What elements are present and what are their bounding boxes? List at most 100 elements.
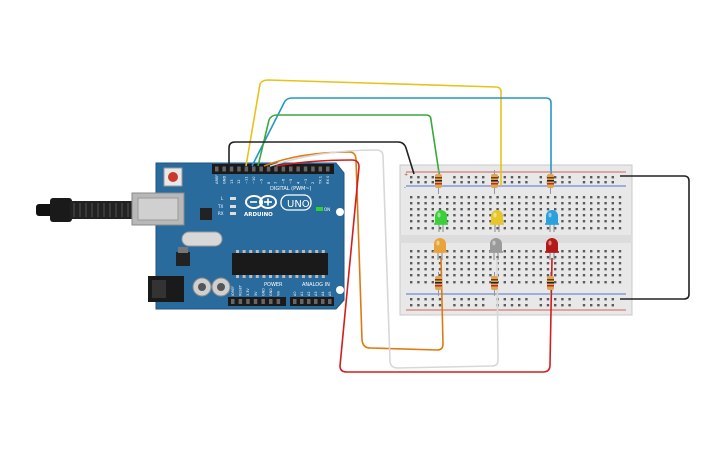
header-pin[interactable] bbox=[318, 166, 323, 172]
analog-header-label: ANALOG IN bbox=[302, 282, 330, 288]
breadboard[interactable]: + - bbox=[399, 164, 633, 316]
resistor[interactable] bbox=[435, 272, 442, 296]
pin-label: A5 bbox=[328, 292, 332, 296]
header-pin[interactable] bbox=[321, 299, 325, 304]
header-pin[interactable] bbox=[238, 299, 243, 304]
header-pin[interactable] bbox=[261, 299, 265, 304]
resistor[interactable] bbox=[547, 272, 554, 296]
usb-cable[interactable] bbox=[36, 198, 132, 222]
header-pin[interactable] bbox=[326, 166, 330, 172]
header-pin[interactable] bbox=[266, 166, 271, 172]
pin-label: A2 bbox=[307, 292, 311, 296]
reset-button-cap bbox=[168, 172, 178, 182]
pin-label: A1 bbox=[300, 292, 304, 296]
header-pin[interactable] bbox=[314, 299, 318, 304]
analog-header bbox=[290, 297, 334, 306]
header-pin[interactable] bbox=[281, 166, 286, 172]
pin-label: 4 bbox=[296, 181, 300, 184]
header-pin[interactable] bbox=[293, 299, 297, 304]
label-l: L bbox=[221, 196, 224, 201]
pin-label: ~10 bbox=[252, 176, 256, 184]
resistor[interactable] bbox=[491, 170, 498, 194]
header-pin[interactable] bbox=[222, 166, 226, 172]
resistor[interactable] bbox=[491, 272, 498, 296]
digital-header-pins bbox=[215, 166, 330, 172]
header-pin[interactable] bbox=[246, 299, 250, 304]
header-pin[interactable] bbox=[252, 166, 256, 172]
header-pin[interactable] bbox=[307, 299, 311, 304]
pin-label: A0 bbox=[293, 292, 297, 296]
header-pin[interactable] bbox=[300, 299, 304, 304]
atmega-chip bbox=[232, 253, 328, 275]
pin-label: 13 bbox=[230, 179, 234, 184]
tx-led bbox=[230, 205, 236, 208]
resistors[interactable] bbox=[435, 170, 554, 296]
on-led bbox=[316, 207, 323, 211]
header-pin[interactable] bbox=[231, 299, 235, 304]
voltage-regulator bbox=[176, 252, 190, 266]
uno-badge bbox=[280, 194, 312, 211]
arduino-logo bbox=[245, 195, 277, 209]
label-on: ON bbox=[324, 207, 330, 212]
wire-white[interactable] bbox=[269, 149, 499, 369]
wires[interactable] bbox=[228, 79, 690, 373]
led-gray[interactable] bbox=[489, 238, 503, 260]
pin-label: GND bbox=[269, 288, 273, 296]
leds[interactable] bbox=[433, 210, 559, 260]
pin-label: GND bbox=[222, 176, 226, 184]
header-pin[interactable] bbox=[244, 166, 249, 172]
pin-label: ~5 bbox=[289, 179, 293, 184]
wire-red[interactable] bbox=[275, 159, 553, 373]
header-pin[interactable] bbox=[274, 166, 278, 172]
header-pin[interactable] bbox=[296, 166, 300, 172]
small-chip bbox=[200, 208, 212, 220]
wire-yellow[interactable] bbox=[245, 79, 502, 186]
pin-label: ~9 bbox=[259, 178, 263, 184]
header-pin[interactable] bbox=[269, 299, 273, 304]
led-green[interactable] bbox=[434, 210, 448, 232]
pin-label: ~3 bbox=[304, 179, 308, 184]
crystal bbox=[181, 231, 223, 247]
resistor[interactable] bbox=[435, 170, 442, 194]
header-pin[interactable] bbox=[328, 299, 332, 304]
rail-minus-label: - bbox=[404, 185, 406, 191]
header-pin[interactable] bbox=[276, 299, 281, 304]
rx-led bbox=[230, 212, 236, 215]
pin-label: 12 bbox=[237, 179, 241, 184]
brand-label: ARDUINO bbox=[244, 212, 273, 218]
digital-header-label: DIGITAL (PWM~) bbox=[270, 186, 312, 192]
wire-orange[interactable] bbox=[263, 151, 444, 351]
label-rx: RX bbox=[218, 211, 224, 216]
header-pin[interactable] bbox=[229, 166, 234, 172]
header-pin[interactable] bbox=[259, 166, 263, 172]
usb-cable-body bbox=[50, 198, 72, 222]
pin-label: 2 bbox=[311, 182, 315, 184]
wire-green[interactable] bbox=[257, 114, 442, 187]
led-yellow[interactable] bbox=[490, 210, 504, 232]
resistor[interactable] bbox=[547, 170, 554, 194]
header-pin[interactable] bbox=[237, 166, 241, 172]
header-pin[interactable] bbox=[289, 166, 293, 172]
led-blue[interactable] bbox=[545, 210, 559, 232]
header-pin[interactable] bbox=[253, 299, 258, 304]
pin-label: A4 bbox=[321, 292, 325, 296]
board-name: UNO bbox=[287, 199, 310, 210]
header-pin[interactable] bbox=[311, 166, 315, 172]
pin-label: AREF bbox=[215, 175, 219, 184]
pin-label: GND bbox=[261, 288, 265, 296]
pin-label: ~11 bbox=[245, 176, 249, 184]
rail-plus-label: + bbox=[404, 172, 408, 178]
pin-label: 5V bbox=[254, 291, 258, 296]
led-orange[interactable] bbox=[433, 238, 447, 260]
header-pin[interactable] bbox=[215, 166, 219, 172]
pin-label: TX 1 bbox=[319, 176, 323, 185]
header-pin[interactable] bbox=[303, 166, 308, 172]
wire-black-gnd[interactable] bbox=[228, 141, 415, 175]
pin-label: 3.3V bbox=[246, 288, 250, 296]
led-red[interactable] bbox=[545, 238, 559, 260]
wire-blue[interactable] bbox=[251, 97, 552, 186]
wire-black-rail[interactable] bbox=[620, 175, 690, 300]
